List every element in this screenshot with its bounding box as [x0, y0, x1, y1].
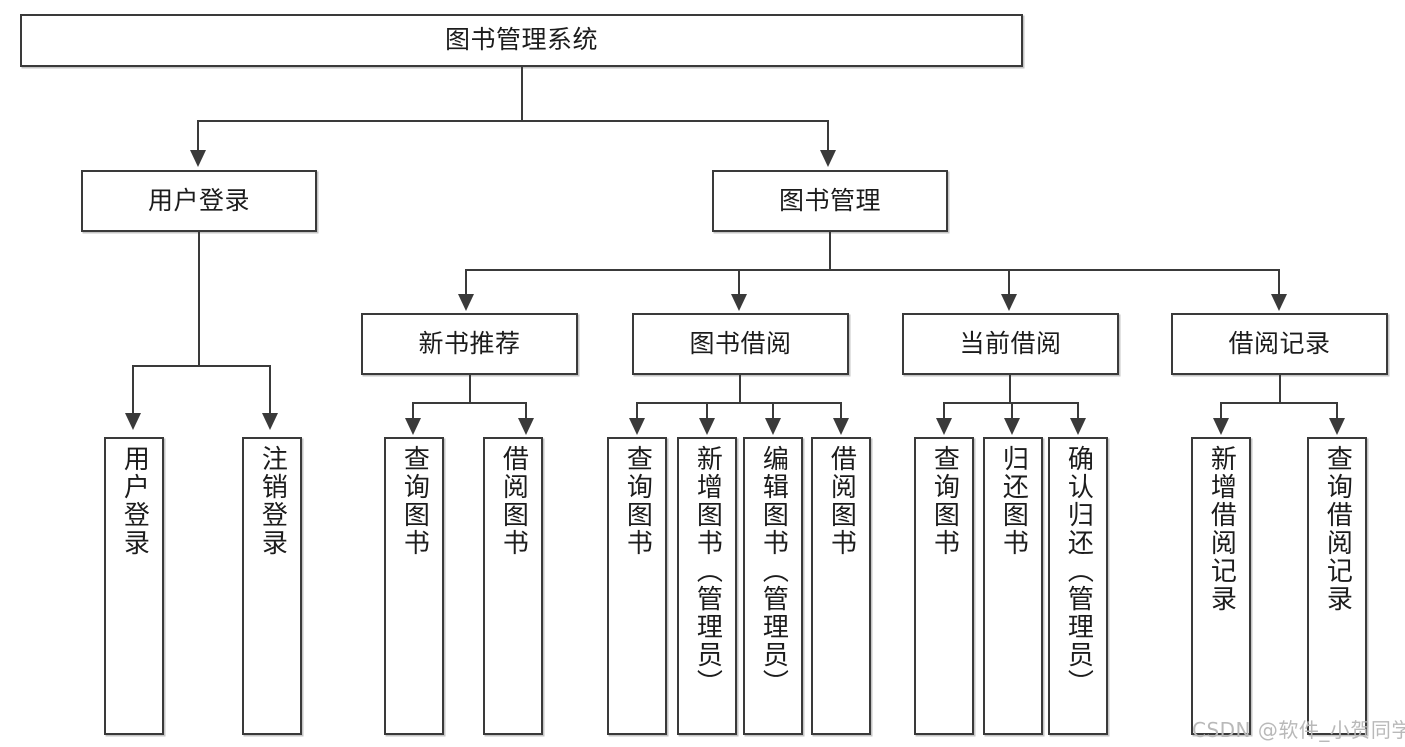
connector-book-management-bus — [465, 269, 1280, 271]
leaf-label-new-book-query: 查询图书 — [399, 445, 430, 557]
arrowhead-user-login-leaf-2 — [262, 413, 278, 430]
connector-root-bus — [197, 120, 829, 122]
connector-root-stem — [521, 67, 523, 121]
connector-book-borrow-leaf-4 — [840, 402, 842, 420]
arrowhead-root-to-user-login — [190, 150, 206, 167]
connector-current-borrow-stem — [1009, 375, 1011, 403]
node-current-borrow[interactable]: 当前借阅 — [902, 313, 1119, 375]
leaf-label-book-borrow-add: 新增图书（管理员） — [692, 445, 723, 697]
arrowhead-new-book-leaf-1 — [405, 418, 421, 435]
node-label-current-borrow: 当前借阅 — [959, 328, 1062, 358]
connector-bm-to-current-borrow — [1008, 269, 1010, 296]
connector-new-book-stem — [469, 375, 471, 403]
leaf-new-book-query[interactable]: 查询图书 — [384, 437, 444, 735]
arrowhead-book-borrow-leaf-4 — [833, 418, 849, 435]
connector-root-to-user-login — [197, 120, 199, 152]
connector-user-login-to-leaf-1 — [132, 365, 134, 415]
leaf-book-borrow-edit[interactable]: 编辑图书（管理员） — [743, 437, 803, 735]
leaf-label-user-login-logout: 注销登录 — [257, 445, 288, 557]
connector-bm-to-borrow-record — [1278, 269, 1280, 296]
node-root-system[interactable]: 图书管理系统 — [20, 14, 1023, 67]
leaf-label-current-borrow-confirm-return: 确认归还（管理员） — [1063, 445, 1094, 697]
arrowhead-book-borrow-leaf-1 — [629, 418, 645, 435]
leaf-label-new-book-borrow: 借阅图书 — [498, 445, 529, 557]
connector-bm-to-book-borrow — [738, 269, 740, 296]
connector-borrow-record-bus — [1220, 402, 1338, 404]
arrowhead-bm-borrow-record — [1271, 294, 1287, 311]
arrowhead-borrow-record-leaf-1 — [1213, 418, 1229, 435]
connector-new-book-leaf-2 — [525, 402, 527, 420]
connector-new-book-leaf-1 — [412, 402, 414, 420]
connector-bm-to-new-book — [465, 269, 467, 296]
connector-borrow-record-leaf-2 — [1336, 402, 1338, 420]
leaf-user-login-logout[interactable]: 注销登录 — [242, 437, 302, 735]
connector-current-borrow-leaf-2 — [1011, 402, 1013, 420]
leaf-label-user-login-login: 用户登录 — [119, 445, 150, 557]
arrowhead-user-login-leaf-1 — [125, 413, 141, 430]
arrowhead-book-borrow-leaf-2 — [699, 418, 715, 435]
leaf-label-current-borrow-return: 归还图书 — [998, 445, 1029, 557]
node-label-book-management: 图书管理 — [778, 185, 881, 215]
connector-book-management-stem — [829, 232, 831, 270]
node-book-management[interactable]: 图书管理 — [712, 170, 948, 232]
arrowhead-bm-current-borrow — [1001, 294, 1017, 311]
node-borrow-record[interactable]: 借阅记录 — [1171, 313, 1388, 375]
connector-borrow-record-leaf-1 — [1220, 402, 1222, 420]
leaf-current-borrow-return[interactable]: 归还图书 — [983, 437, 1043, 735]
connector-current-borrow-leaf-3 — [1077, 402, 1079, 420]
node-label-book-borrow: 图书借阅 — [689, 328, 792, 358]
node-label-borrow-record: 借阅记录 — [1228, 328, 1331, 358]
node-book-borrow[interactable]: 图书借阅 — [632, 313, 849, 375]
arrowhead-root-to-book-manage — [820, 150, 836, 167]
leaf-label-book-borrow-borrow: 借阅图书 — [826, 445, 857, 557]
connector-book-borrow-stem — [739, 375, 741, 403]
node-user-login[interactable]: 用户登录 — [81, 170, 317, 232]
node-label-root-system: 图书管理系统 — [444, 25, 598, 55]
leaf-label-book-borrow-edit: 编辑图书（管理员） — [758, 445, 789, 697]
leaf-current-borrow-query[interactable]: 查询图书 — [914, 437, 974, 735]
leaf-book-borrow-query[interactable]: 查询图书 — [607, 437, 667, 735]
arrowhead-current-borrow-leaf-1 — [936, 418, 952, 435]
connector-current-borrow-leaf-1 — [943, 402, 945, 420]
arrowhead-current-borrow-leaf-3 — [1070, 418, 1086, 435]
arrowhead-bm-book-borrow — [731, 294, 747, 311]
leaf-current-borrow-confirm-return[interactable]: 确认归还（管理员） — [1048, 437, 1108, 735]
arrowhead-borrow-record-leaf-2 — [1329, 418, 1345, 435]
node-label-user-login: 用户登录 — [147, 185, 250, 215]
leaf-label-current-borrow-query: 查询图书 — [929, 445, 960, 557]
arrowhead-new-book-leaf-2 — [518, 418, 534, 435]
leaf-book-borrow-add[interactable]: 新增图书（管理员） — [677, 437, 737, 735]
connector-user-login-bus — [132, 365, 269, 367]
arrowhead-current-borrow-leaf-2 — [1004, 418, 1020, 435]
arrowhead-book-borrow-leaf-3 — [765, 418, 781, 435]
leaf-new-book-borrow[interactable]: 借阅图书 — [483, 437, 543, 735]
arrowhead-bm-new-book — [458, 294, 474, 311]
connector-book-borrow-leaf-2 — [706, 402, 708, 420]
connector-book-borrow-leaf-3 — [772, 402, 774, 420]
node-label-new-book-recommend: 新书推荐 — [418, 328, 521, 358]
connector-book-borrow-bus — [636, 402, 842, 404]
leaf-user-login-login[interactable]: 用户登录 — [104, 437, 164, 735]
leaf-borrow-record-add[interactable]: 新增借阅记录 — [1191, 437, 1251, 735]
connector-user-login-stem — [198, 232, 200, 366]
connector-root-to-book-manage — [827, 120, 829, 152]
leaf-borrow-record-query[interactable]: 查询借阅记录 — [1307, 437, 1367, 735]
node-new-book-recommend[interactable]: 新书推荐 — [361, 313, 578, 375]
connector-borrow-record-stem — [1279, 375, 1281, 403]
connector-new-book-bus — [412, 402, 527, 404]
leaf-book-borrow-borrow[interactable]: 借阅图书 — [811, 437, 871, 735]
leaf-label-borrow-record-query: 查询借阅记录 — [1322, 445, 1353, 613]
connector-user-login-to-leaf-2 — [269, 365, 271, 415]
leaf-label-borrow-record-add: 新增借阅记录 — [1206, 445, 1237, 613]
leaf-label-book-borrow-query: 查询图书 — [622, 445, 653, 557]
connector-book-borrow-leaf-1 — [636, 402, 638, 420]
